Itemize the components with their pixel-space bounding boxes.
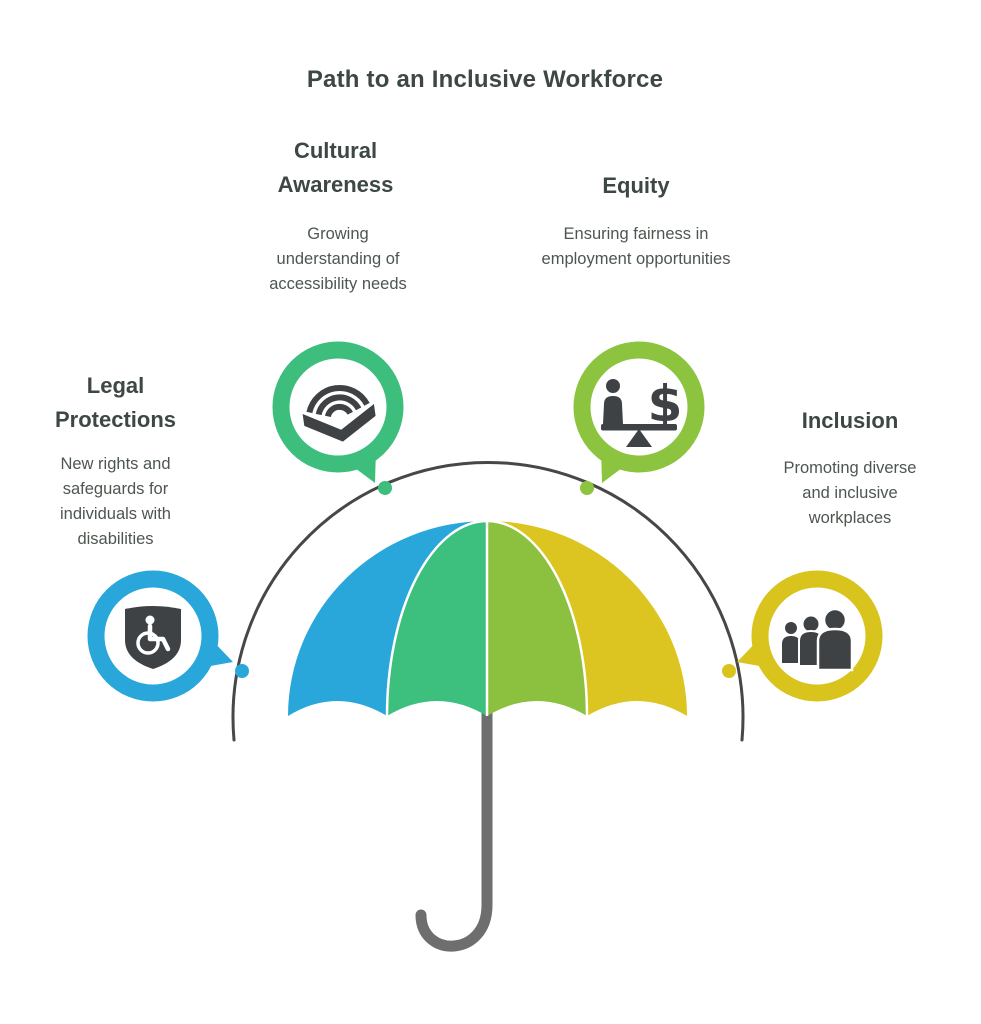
people-group-icon: [780, 607, 854, 672]
audiobook-waves-icon: [302, 385, 376, 442]
person-body: [603, 396, 623, 424]
umbrella-panel-blue: [288, 521, 487, 716]
heading-cultural-awareness: Cultural Awareness: [277, 138, 394, 197]
person-head: [606, 379, 620, 393]
umbrella: [288, 519, 687, 952]
badge-inclusion: [737, 570, 883, 702]
description-inclusion: Promoting diverse and inclusive workplac…: [783, 459, 917, 527]
umbrella-seams: [385, 519, 589, 717]
arc-node-inclusion: [722, 664, 736, 678]
sound-wave-inner: [324, 403, 353, 418]
balance-person-dollar-icon: $: [601, 375, 682, 447]
heading-equity: Equity: [602, 173, 670, 198]
wheelchair-wheel: [136, 631, 160, 655]
arc-node-cultural: [378, 481, 392, 495]
badge-cultural-awareness: [272, 341, 404, 483]
arc-node-legal: [235, 664, 249, 678]
umbrella-handle: [415, 699, 493, 952]
person-small-head: [783, 620, 799, 636]
badge-ring: [573, 341, 705, 473]
guide-arc: [231, 460, 745, 742]
person-large-head: [822, 607, 848, 633]
page-title: Path to an Inclusive Workforce: [306, 66, 664, 93]
sound-wave-outer: [306, 385, 370, 414]
heading-inclusion: Inclusion: [801, 408, 899, 433]
description-equity: Ensuring fairness in employment opportun…: [541, 225, 731, 268]
badge-equity: $: [573, 341, 705, 483]
description-legal-protections: New rights and safeguards for individual…: [60, 455, 171, 548]
sound-wave-middle: [315, 394, 362, 416]
heading-legal-protections: Legal Protections: [54, 373, 177, 432]
umbrella-panel-yellow: [487, 520, 687, 716]
open-book-shape: [302, 403, 376, 442]
wheelchair-shield-icon: [125, 606, 181, 669]
person-large-body: [816, 627, 854, 672]
umbrella-panel-green: [387, 521, 487, 716]
arc-node-equity: [580, 481, 594, 495]
badge-legal-protections: [87, 570, 233, 702]
dollar-sign: $: [648, 375, 683, 433]
balance-bar: [601, 424, 677, 431]
balance-fulcrum: [626, 429, 652, 447]
wheelchair-head: [145, 615, 155, 625]
umbrella-panel-olive: [487, 521, 587, 716]
person-medium-head: [801, 614, 821, 634]
description-cultural-awareness: Growing understanding of accessibility n…: [269, 225, 407, 293]
